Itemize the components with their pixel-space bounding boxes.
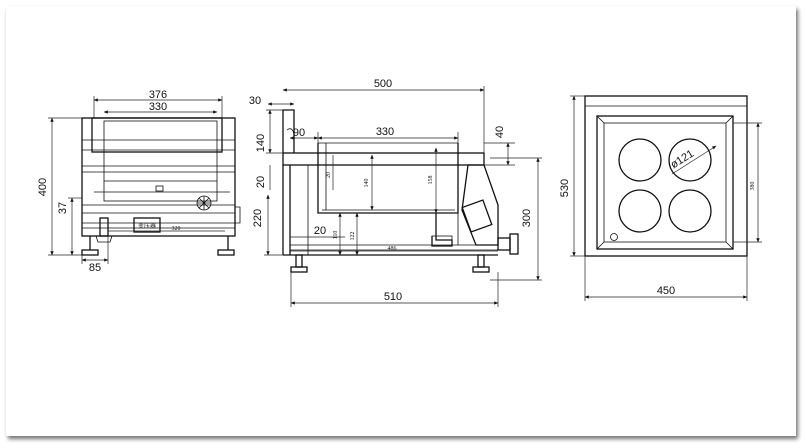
dim-side-upper-height: 140 <box>255 134 267 152</box>
dim-side-depth: 500 <box>374 78 392 90</box>
dim-side-bottom-gap: 20 <box>314 225 326 237</box>
side-view: 500 30 90 330 40 140 20 220 300 <box>249 78 542 307</box>
front-left-foot <box>81 249 99 256</box>
cooking-hole-2 <box>668 138 712 182</box>
side-top-shelf <box>282 152 485 166</box>
transformer-box <box>133 217 161 233</box>
side-knob-icon <box>509 233 519 255</box>
dim-side-drain-depth: 158 <box>428 176 434 185</box>
dim-side-tank-length: 330 <box>376 126 394 138</box>
dim-front-tank-width: 330 <box>149 101 167 113</box>
dim-side-base-total: 510 <box>384 291 402 303</box>
cooking-hole-3 <box>618 189 662 233</box>
drawing-frame <box>6 6 796 436</box>
top-outer <box>584 95 748 257</box>
dim-side-inset: 90 <box>293 127 305 139</box>
front-lid <box>91 117 223 153</box>
side-right-foot <box>472 266 490 273</box>
dim-top-inner: 380 <box>750 182 756 191</box>
dim-side-tank-depth: 140 <box>364 179 370 188</box>
dim-top-depth: 530 <box>559 179 571 197</box>
dim-top-width: 450 <box>657 285 675 297</box>
cooking-hole-4 <box>668 189 712 233</box>
side-splash <box>282 109 295 153</box>
dim-side-pipe-height: 122 <box>350 232 356 241</box>
transformer-label: 变压器 <box>138 222 156 230</box>
dim-side-rim: 20 <box>255 176 267 188</box>
front-right-foot <box>217 249 235 256</box>
top-panel <box>596 115 734 250</box>
cooking-hole-1 <box>618 138 662 182</box>
front-tank <box>103 120 218 202</box>
side-left-foot <box>290 266 308 273</box>
front-view: 变压器 376 330 400 37 85 320 <box>37 89 241 274</box>
dim-front-inner-width: 320 <box>172 226 181 232</box>
dim-side-base-height: 300 <box>521 209 533 227</box>
top-view: ø121 530 380 450 <box>559 95 762 301</box>
dim-front-leg-height: 37 <box>57 202 69 214</box>
dim-side-front-offset: 30 <box>249 95 261 107</box>
top-panel-inner <box>603 122 727 243</box>
dim-front-leg-offset: 85 <box>89 262 101 274</box>
dim-front-width: 376 <box>149 89 167 101</box>
dim-front-height: 400 <box>37 178 49 196</box>
side-drain-pipe <box>431 213 453 247</box>
dim-side-frame-inner: 110 <box>333 231 339 240</box>
indicator-light <box>610 233 618 241</box>
dim-side-lower-height: 220 <box>252 209 264 227</box>
dim-side-inner-small: 20 <box>326 172 332 178</box>
dim-side-base-length: 486 <box>388 246 397 252</box>
dim-side-top-height: 40 <box>494 126 506 138</box>
side-tank <box>317 143 459 214</box>
